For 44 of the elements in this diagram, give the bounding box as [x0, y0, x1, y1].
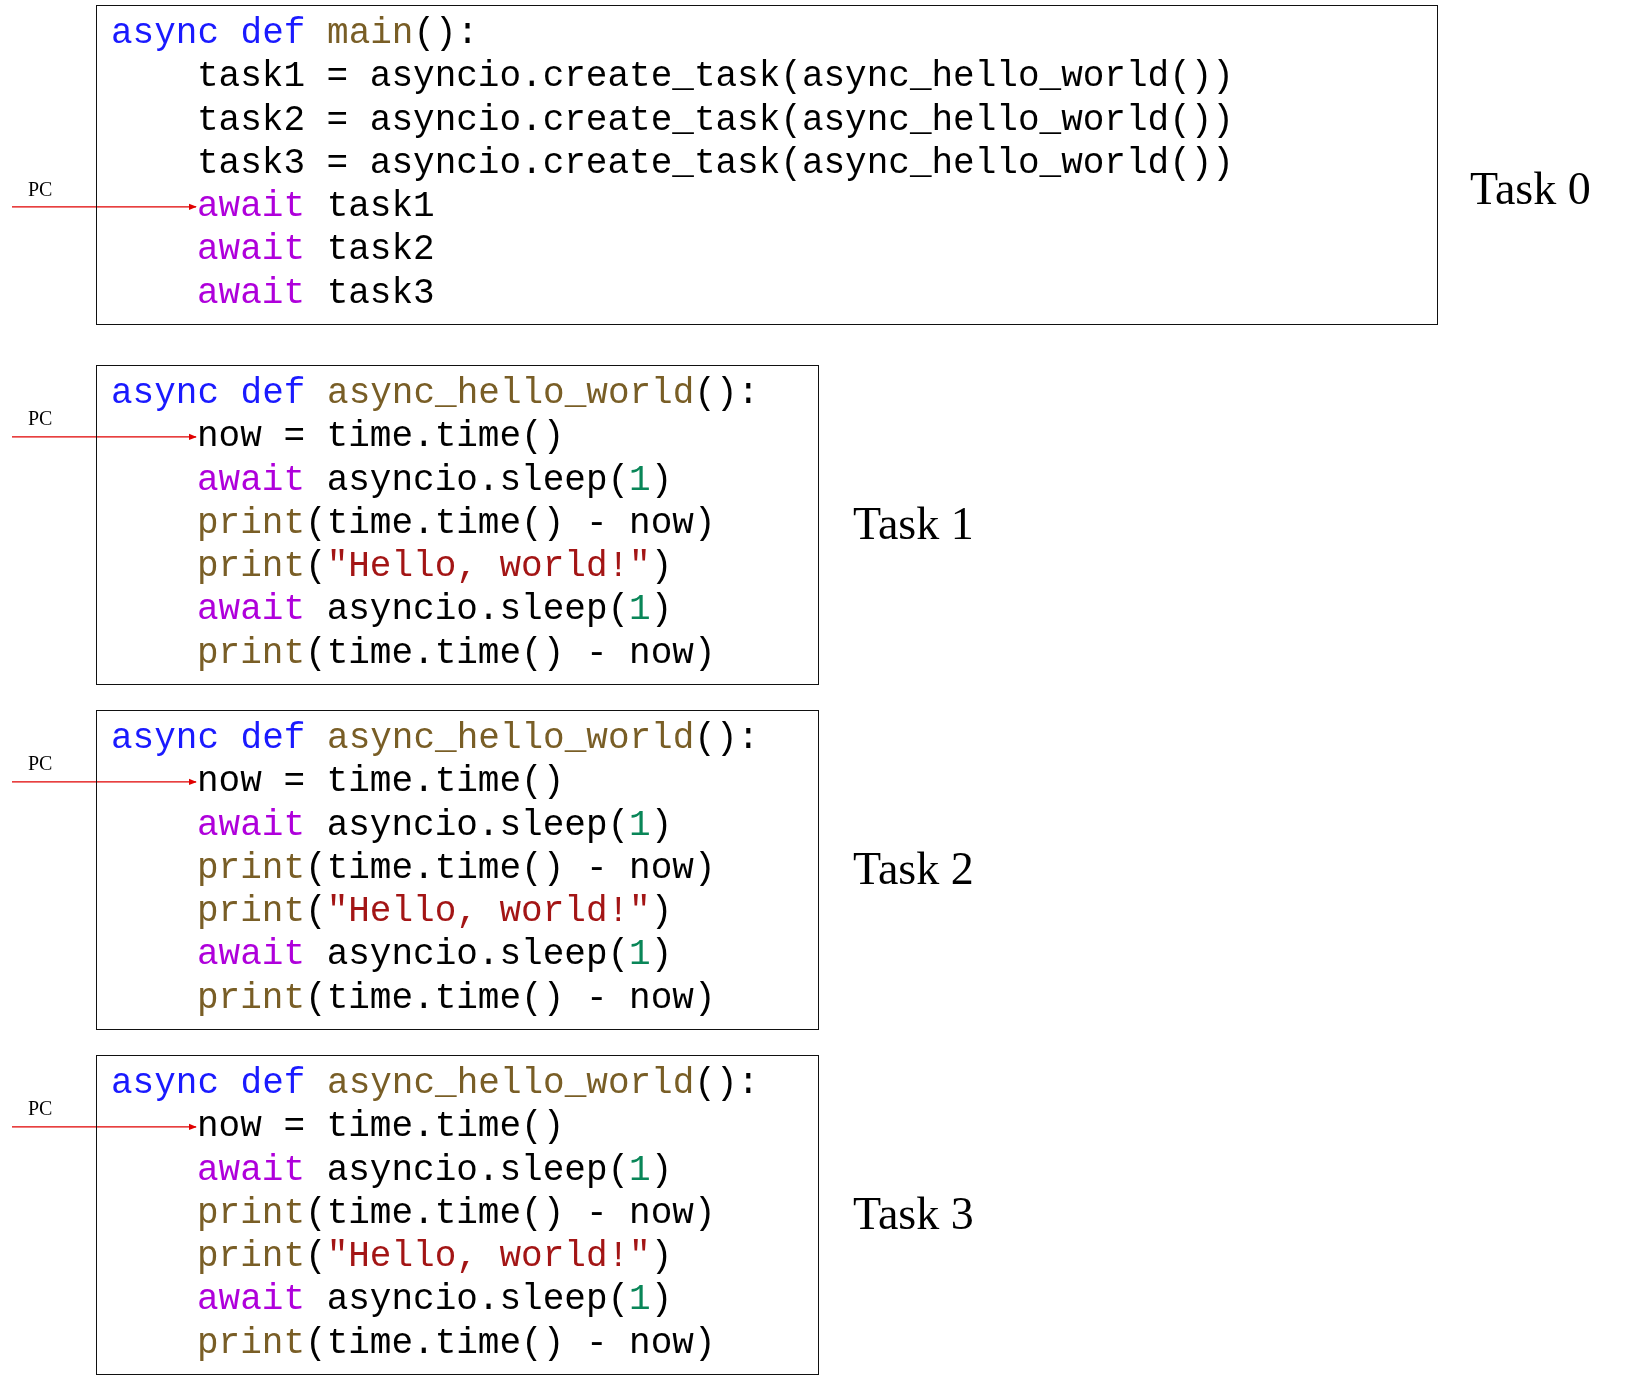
- code-line: async def async_hello_world():: [111, 1062, 760, 1106]
- pointer-arrow: [11, 433, 197, 441]
- code-line: print("Hello, world!"): [197, 1235, 673, 1279]
- code-box: [96, 5, 1438, 325]
- code-line: await asyncio.sleep(1): [197, 933, 673, 977]
- code-line: async def async_hello_world():: [111, 717, 760, 761]
- code-line: now = time.time(): [197, 760, 565, 804]
- task-label: Task 1: [853, 497, 974, 550]
- task-label: Task 3: [853, 1187, 974, 1240]
- code-line: await task2: [197, 228, 435, 272]
- code-line: print("Hello, world!"): [197, 545, 673, 589]
- code-line: await asyncio.sleep(1): [197, 458, 673, 502]
- pc-label: PC: [12, 752, 53, 792]
- task-label: Task 2: [853, 842, 974, 895]
- code-line: print(time.time() - now): [197, 631, 716, 676]
- code-box: [96, 1055, 819, 1375]
- code-line: task3 = asyncio.create_task(async_hello_world()): [197, 141, 1234, 186]
- code-line: now = time.time(): [197, 1105, 565, 1149]
- pc-label: PC: [12, 1097, 53, 1137]
- pc-label: PC: [12, 407, 53, 447]
- code-line: await task1: [197, 185, 435, 229]
- task-label: Task 0: [1470, 162, 1591, 215]
- code-box: [96, 365, 819, 685]
- code-line: print(time.time() - now): [197, 846, 716, 891]
- pointer-arrow: [11, 1123, 197, 1131]
- code-box: [96, 710, 819, 1030]
- pc-label: PC: [12, 178, 53, 218]
- code-line: await asyncio.sleep(1): [197, 588, 673, 632]
- code-line: print(time.time() - now): [197, 501, 716, 546]
- code-line: print("Hello, world!"): [197, 890, 673, 934]
- code-line: async def main():: [111, 12, 479, 56]
- code-line: await task3: [197, 271, 435, 316]
- code-line: task2 = asyncio.create_task(async_hello_world()): [197, 98, 1234, 142]
- code-line: await asyncio.sleep(1): [197, 1148, 673, 1192]
- code-line: task1 = asyncio.create_task(async_hello_world()): [197, 55, 1234, 99]
- code-line: async def async_hello_world():: [111, 372, 760, 416]
- pointer-arrow: [11, 778, 197, 786]
- code-line: await asyncio.sleep(1): [197, 1278, 673, 1322]
- code-line: await asyncio.sleep(1): [197, 803, 673, 847]
- pointer-arrow: [11, 203, 197, 211]
- code-line: print(time.time() - now): [197, 976, 716, 1021]
- code-line: print(time.time() - now): [197, 1321, 716, 1366]
- code-line: print(time.time() - now): [197, 1191, 716, 1236]
- code-line: now = time.time(): [197, 415, 565, 459]
